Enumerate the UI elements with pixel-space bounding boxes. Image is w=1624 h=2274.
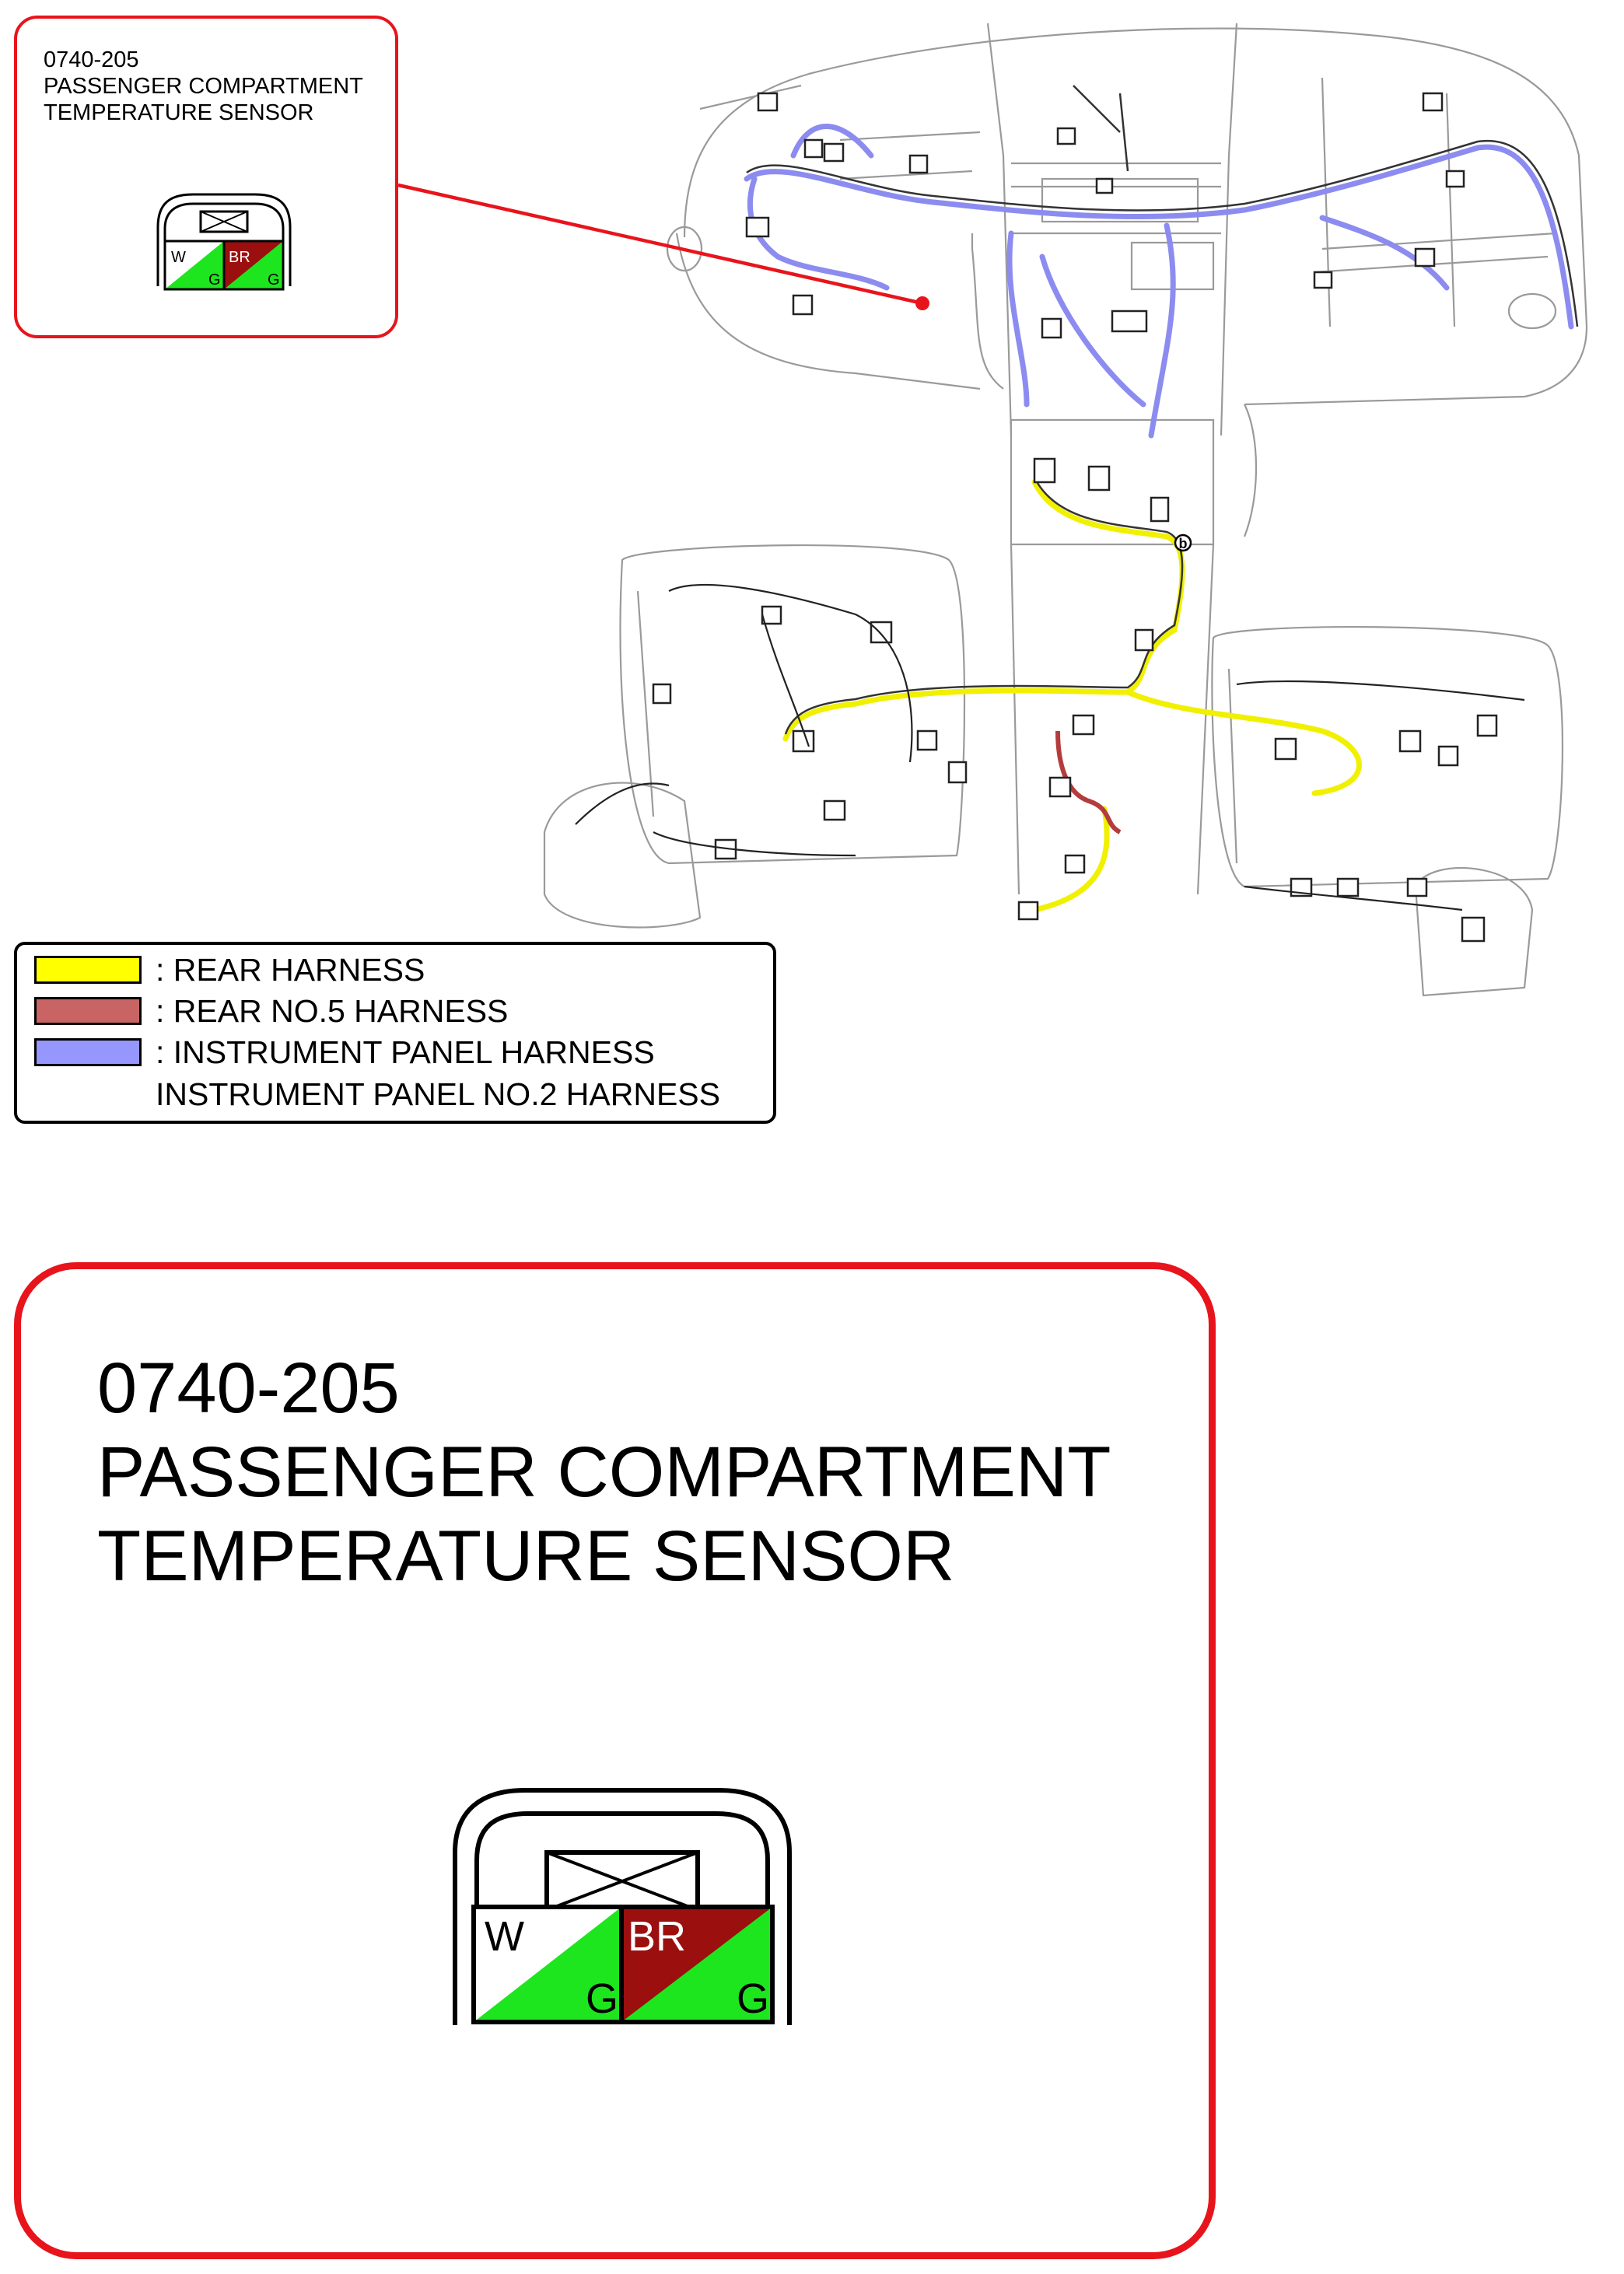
pin-2-small: BR G [222, 240, 285, 291]
legend-label-instrument-panel: : INSTRUMENT PANEL HARNESS [156, 1034, 655, 1070]
pin-1-tracer-color: G [586, 1975, 618, 2022]
svg-text:G: G [268, 271, 280, 289]
harness-legend: : REAR HARNESS : REAR NO.5 HARNESS : INS… [14, 942, 776, 1124]
pin-1-wire-color: W [485, 1913, 524, 1960]
dashboard-outline [543, 23, 1588, 997]
rear-harness-outline [784, 477, 1184, 735]
harness-branch-lines [575, 583, 1525, 911]
legend-label-instrument-panel-no2: INSTRUMENT PANEL NO.2 HARNESS [156, 1076, 720, 1112]
connector-face-small: W G BR G [156, 193, 292, 291]
harness-connectors [652, 92, 1498, 943]
legend-label-rear: : REAR HARNESS [156, 951, 425, 988]
rear-no5-harness-wires [1055, 730, 1122, 834]
callout-leader-line [397, 183, 923, 306]
instrument-panel-harness-wires [744, 124, 1574, 439]
svg-text:G: G [208, 271, 221, 289]
harness-location-drawing: b [397, 23, 1588, 997]
callout-large-name-line1: PASSENGER COMPARTMENT [97, 1433, 1111, 1512]
pin-2-wire-color: BR [628, 1913, 686, 1960]
legend-label-rear-no5: : REAR NO.5 HARNESS [156, 992, 509, 1029]
callout-small-name-line1: PASSENGER COMPARTMENT [44, 74, 363, 99]
legend-item-instrument-panel: : INSTRUMENT PANEL HARNESS [34, 1034, 655, 1071]
callout-small-name-line2: TEMPERATURE SENSOR [44, 100, 314, 125]
svg-text:W: W [171, 249, 186, 266]
legend-swatch-instrument-panel [34, 1038, 142, 1066]
callout-large-code: 0740-205 [97, 1349, 400, 1428]
connector-callout-small: 0740-205 PASSENGER COMPARTMENT TEMPERATU… [14, 16, 398, 338]
legend-swatch-rear [34, 956, 142, 984]
callout-small-code: 0740-205 [44, 47, 139, 72]
location-marker-label: b [1179, 536, 1188, 551]
legend-swatch-rear-no5 [34, 997, 142, 1025]
pin-2-tracer-color: G [737, 1975, 769, 2022]
rear-harness-wires [782, 479, 1362, 913]
sensor-location-dot [915, 296, 929, 310]
connector-callout-large: 0740-205 PASSENGER COMPARTMENT TEMPERATU… [14, 1262, 1216, 2259]
instrument-panel-harness-outline [746, 85, 1579, 327]
connector-face-large: W G BR G [453, 1788, 792, 2025]
pin-2-large: BR G [619, 1905, 775, 2024]
location-marker-circle [1174, 534, 1192, 552]
legend-item-rear: : REAR HARNESS [34, 951, 425, 988]
callout-large-name-line2: TEMPERATURE SENSOR [97, 1517, 955, 1596]
svg-text:BR: BR [229, 249, 250, 266]
legend-item-rear-no5: : REAR NO.5 HARNESS [34, 992, 508, 1030]
pin-1-small: W G [163, 240, 226, 291]
pin-1-large: W G [471, 1905, 624, 2024]
